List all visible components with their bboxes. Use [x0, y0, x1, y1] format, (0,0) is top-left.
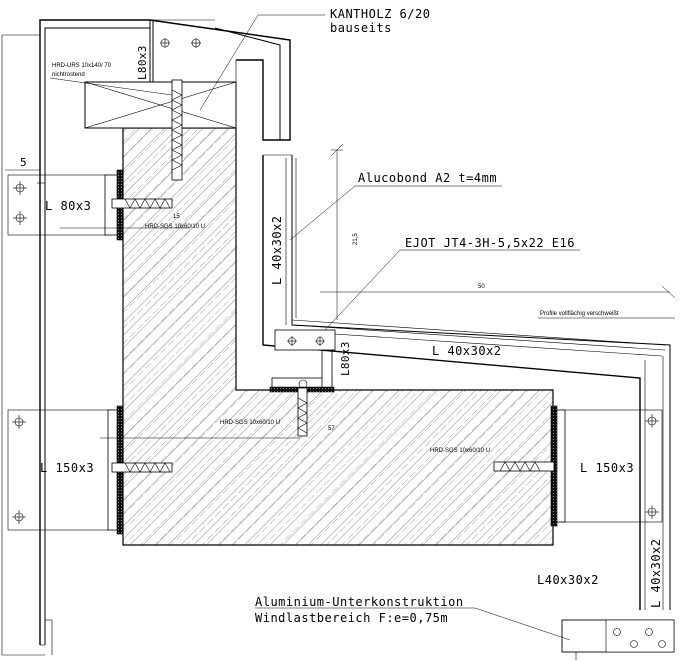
label-hrd-sgs-1: HRD-SGS 10x60/10 U — [145, 224, 205, 230]
label-kantholz: KANTHOLZ 6/20 — [330, 7, 430, 21]
label-dim-50: 50 — [478, 284, 485, 290]
leader-aluminium — [474, 607, 571, 641]
bolt-circle — [630, 640, 638, 648]
label-l40x30x2-right: L 40x30x2 — [649, 538, 663, 608]
label-l40x30x2-bottom: L40x30x2 — [537, 573, 599, 587]
label-l80x3-top: L80x3 — [136, 45, 149, 80]
screw-thread — [297, 397, 308, 434]
bolt-circle — [658, 640, 666, 648]
screw-thread — [499, 461, 541, 472]
screw-hrd-sgs-right — [493, 461, 555, 472]
alucobond-panel-outer — [262, 155, 641, 610]
kantholz-cross-b — [84, 81, 237, 129]
label-nichtrostend: nichtrostend — [52, 72, 85, 78]
label-15: 15 — [173, 214, 180, 220]
bolt-circle — [613, 628, 621, 636]
label-aluminium: Aluminium-Unterkonstruktion — [255, 595, 464, 609]
profile-l40x30x2-line — [274, 329, 663, 357]
cap-top-inner — [214, 27, 281, 140]
label-profile-note: Profile vollflächig verschweißt — [540, 311, 619, 317]
label-l40x30x2-horiz: L 40x30x2 — [432, 344, 502, 358]
label-windlast: Windlastbereich F:e=0,75m — [255, 611, 448, 625]
label-57: 57 — [328, 426, 335, 432]
profile-l40x30x2-line — [291, 319, 666, 346]
label-l80x3-mid: L80x3 — [339, 341, 352, 376]
label-ejot: EJOT JT4-3H-5,5x22 E16 — [405, 236, 575, 250]
leader-alucobond — [289, 185, 356, 241]
bottom-bracket-plate — [605, 619, 675, 653]
label-hrd-urs: HRD-URS 10x140/ 70 — [52, 63, 112, 69]
alucobond-panel-inner — [291, 155, 671, 610]
cap-top-outer — [149, 19, 291, 141]
concrete-wall-dashes — [123, 128, 553, 545]
screw-hrd-sgs-left-mid — [111, 462, 173, 473]
label-bauseits: bauseits — [330, 21, 392, 35]
screw-thread — [171, 89, 183, 171]
angle-l80x3-top — [149, 19, 154, 82]
label-dim-21: 21,5 — [353, 233, 359, 245]
label-alucobond: Alucobond A2 t=4mm — [358, 171, 497, 185]
dim-tick — [661, 285, 676, 299]
screw-hrd-urs — [171, 79, 183, 181]
label-hrd-sgs-3: HRD-SGS 10x60/10 U — [430, 448, 490, 454]
cladding-left-outer — [39, 19, 150, 645]
label-l150x3-right: L 150x3 — [580, 461, 634, 475]
screw-hrd-sgs-mid — [297, 387, 308, 437]
bolt-circle — [645, 628, 653, 636]
leader-kantholz — [199, 14, 259, 111]
corner-bracket — [274, 329, 336, 351]
screw-thread — [124, 462, 171, 473]
label-l80x3-left: L 80x3 — [45, 199, 91, 213]
screw-hrd-sgs-left — [111, 198, 173, 209]
dim-tick — [330, 143, 344, 157]
label-l150x3-left: L 150x3 — [40, 461, 94, 475]
profile-l40x30x2-line — [291, 324, 666, 351]
label-hrd-sgs-2: HRD-SGS 10x60/10 U — [220, 420, 280, 426]
cladding-left-inner — [44, 27, 150, 645]
label-l40x30x2-vert: L 40x30x2 — [270, 215, 284, 285]
screw-thread — [124, 198, 171, 209]
label-5: 5 — [20, 156, 27, 169]
leader-ejot — [324, 249, 401, 331]
leader-hrd-urs — [49, 77, 173, 96]
